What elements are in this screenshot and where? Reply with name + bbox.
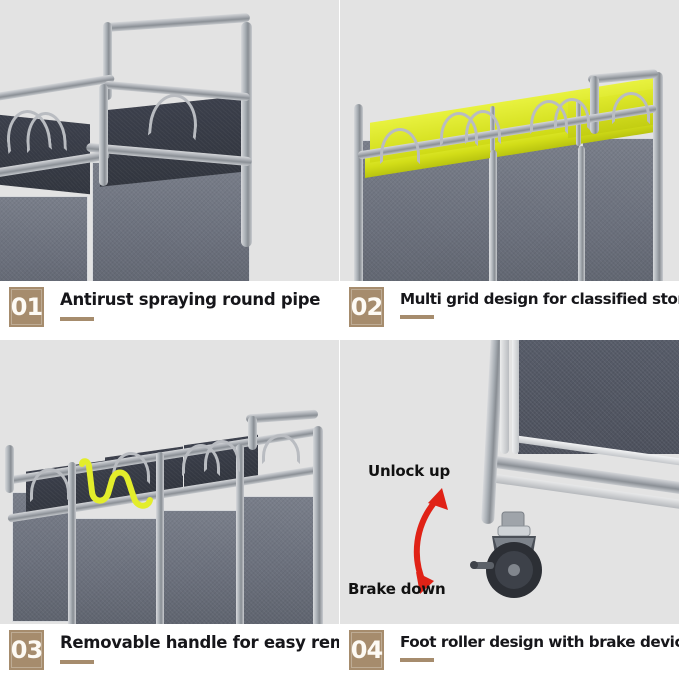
- annotation-unlock: Unlock up: [368, 462, 451, 480]
- rim-left: [512, 340, 519, 454]
- caster-wheel: [470, 511, 542, 598]
- pipe-handle-left: [103, 22, 112, 100]
- feature-badge-01: 01: [9, 287, 44, 327]
- hoop-handle-right: [147, 91, 201, 141]
- hoop-handle-5: [262, 434, 300, 464]
- bin-middle: [492, 142, 580, 281]
- feature-caption-04: Foot roller design with brake device: [400, 633, 679, 651]
- caption-underline-01: [60, 316, 94, 321]
- pipe-post-mid-2: [578, 146, 585, 281]
- feature-cell-02: 02 Multi grid design for classified stor…: [340, 0, 679, 339]
- pipe-handle-top: [103, 12, 251, 33]
- feature-number-04: 04: [350, 636, 383, 664]
- feature-caption-01: Antirust spraying round pipe: [60, 290, 321, 309]
- hoop-handle-1: [30, 468, 70, 502]
- pipe-post-right: [653, 72, 663, 281]
- pipe-post-middle: [99, 84, 108, 186]
- caption-04: 04 Foot roller design with brake device: [340, 624, 679, 679]
- pipe-handle-right: [241, 22, 252, 247]
- feature-image-04: Unlock up Brake down: [340, 340, 679, 624]
- pipe-post-mid-1: [490, 150, 497, 281]
- feature-image-03: [0, 340, 339, 624]
- pipe-post-2: [156, 452, 164, 624]
- caption-underline-02: [400, 315, 434, 320]
- caption-01: 01 Antirust spraying round pipe: [0, 281, 339, 339]
- feature-image-02: [340, 0, 679, 281]
- caption-03: 03 Removable handle for easy removal: [0, 624, 339, 679]
- feature-caption-02: Multi grid design for classified storage: [400, 290, 679, 308]
- brake-direction-arrow: [413, 488, 448, 594]
- pipe-handle-side: [590, 76, 599, 134]
- feature-cell-01: 01 Antirust spraying round pipe: [0, 0, 339, 339]
- hoop-handle-6: [612, 92, 650, 124]
- annotation-brake: Brake down: [348, 580, 446, 598]
- bin-left-front: [72, 518, 157, 624]
- cart-leg-edge: [500, 340, 509, 454]
- feature-number-02: 02: [350, 293, 383, 321]
- hoop-handle-4: [204, 440, 240, 472]
- hoop-handle-2: [112, 452, 150, 484]
- feature-cell-04: Unlock up Brake down 04 Foot roller desi…: [340, 340, 679, 679]
- pipe-post-left: [354, 104, 363, 281]
- pipe-handle-side: [248, 416, 257, 450]
- feature-badge-02: 02: [349, 287, 384, 327]
- feature-image-01: [0, 0, 339, 281]
- bin-front-left: [0, 196, 88, 281]
- pipe-post-right: [313, 426, 323, 624]
- feature-badge-03: 03: [9, 630, 44, 670]
- bin-fabric-panel: [518, 340, 679, 454]
- bin-right: [582, 138, 660, 281]
- feature-badge-04: 04: [349, 630, 384, 670]
- pipe-post-3: [236, 444, 244, 624]
- bin-middle: [160, 510, 238, 624]
- hoop-handle-3: [465, 110, 501, 144]
- caption-02: 02 Multi grid design for classified stor…: [340, 281, 679, 339]
- feature-number-01: 01: [10, 293, 43, 321]
- pipe-post-left: [5, 445, 14, 493]
- hoop-handle-5: [554, 98, 590, 130]
- caption-underline-04: [400, 658, 434, 663]
- feature-cell-03: 03 Removable handle for easy removal: [0, 340, 339, 679]
- pipe-rail-upper-left: [0, 74, 115, 102]
- hoop-handle-1: [380, 128, 420, 164]
- feature-caption-03: Removable handle for easy removal: [60, 633, 339, 652]
- caption-underline-03: [60, 659, 94, 664]
- feature-number-03: 03: [10, 636, 43, 664]
- pipe-post-1: [68, 462, 76, 624]
- bin-right: [240, 496, 320, 624]
- removable-handle-highlight: [79, 458, 153, 509]
